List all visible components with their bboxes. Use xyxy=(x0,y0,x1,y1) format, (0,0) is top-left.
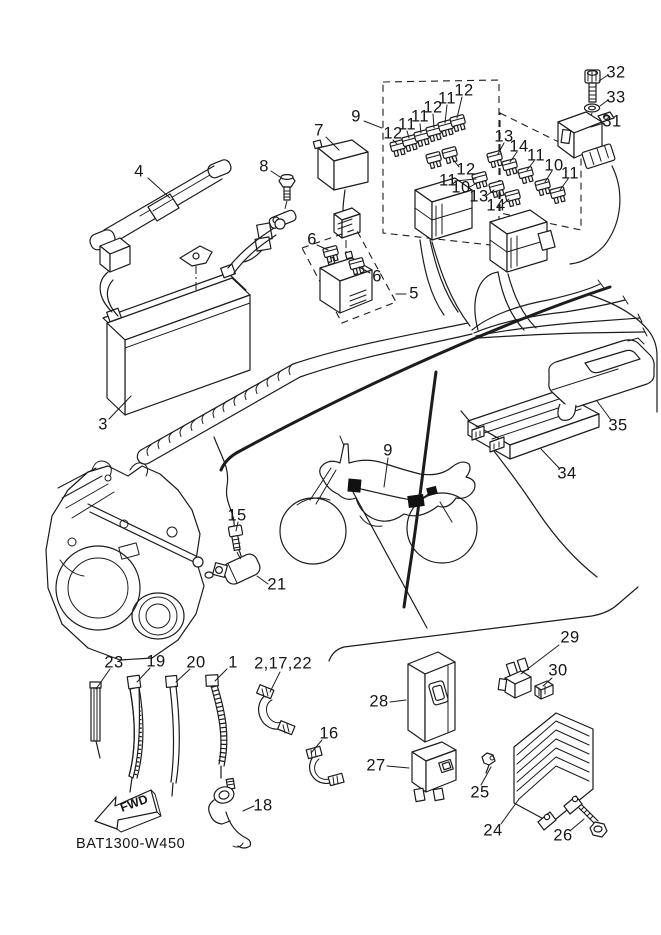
unit-31-drawing xyxy=(557,111,621,265)
battery-strap-drawing xyxy=(89,159,232,251)
fuse-holder-29-drawing xyxy=(497,657,532,699)
battery-drawing xyxy=(102,263,251,416)
engine-drawing xyxy=(45,460,205,661)
clamp-16 xyxy=(305,745,345,787)
cable-tie-20 xyxy=(164,674,180,797)
fwd-arrow: FWD xyxy=(94,789,162,833)
thick-reference-lines xyxy=(219,285,612,629)
wire-fan-drawing xyxy=(292,241,648,378)
clip-25-drawing xyxy=(481,752,496,774)
cable-tie-19 xyxy=(126,674,144,793)
bracket-18 xyxy=(208,777,252,849)
sensor-21-drawing xyxy=(204,436,261,585)
regulator-24-drawing xyxy=(513,712,594,831)
relay-box-2-drawing xyxy=(489,209,556,331)
cable-tie-23 xyxy=(89,681,102,759)
fuse-cluster-center xyxy=(471,170,523,208)
battery-cables xyxy=(99,218,286,317)
bolt-15-drawing xyxy=(227,524,244,561)
ecu-cover-35-drawing xyxy=(548,337,655,421)
relay-box-1-drawing xyxy=(414,177,473,316)
cable-tie-1 xyxy=(205,674,228,779)
clamp-2-17-22 xyxy=(256,684,296,736)
fuse-box-dashed-area xyxy=(382,79,582,247)
relay-7-drawing xyxy=(312,139,369,257)
fuse-30-drawing xyxy=(534,680,554,700)
bolt-26-drawing xyxy=(578,804,608,838)
bolt-8-drawing xyxy=(242,174,297,263)
fuse-pair xyxy=(425,145,460,170)
diagram-code: BAT1300-W450 xyxy=(76,836,185,852)
relay-27-drawing xyxy=(411,741,457,803)
box-28-drawing xyxy=(407,651,456,743)
bolt-32-drawing xyxy=(584,69,601,103)
motorcycle-silhouette xyxy=(279,435,478,565)
starter-relay-5-drawing xyxy=(301,228,397,324)
leader-lines xyxy=(95,74,612,831)
harness-marker-blocks xyxy=(347,478,438,509)
spiral-harness-drawing xyxy=(136,363,301,465)
